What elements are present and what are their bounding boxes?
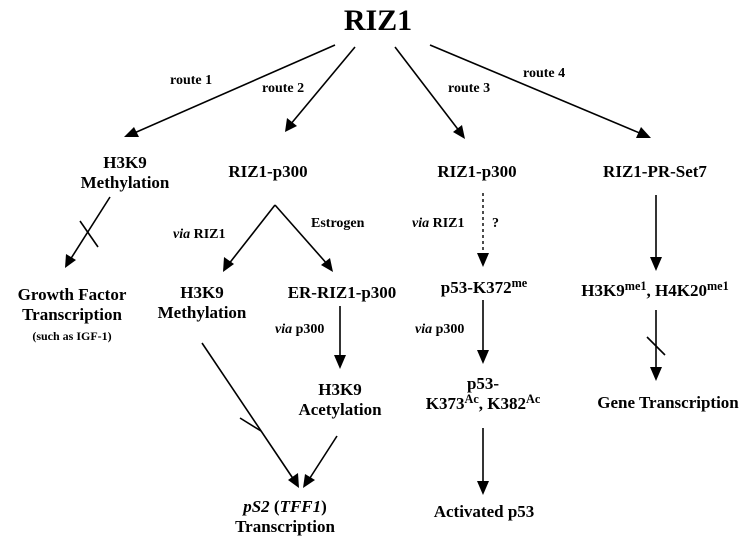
route4-label: route 4 bbox=[523, 66, 566, 81]
arrow-route2-acetylation bbox=[334, 306, 346, 369]
arrow-route2-blocked bbox=[201, 342, 299, 488]
arrow-route2-acetylation-to-ps2 bbox=[303, 435, 338, 488]
block-mark-route1 bbox=[79, 220, 99, 248]
route1-target-note: (such as IGF-1) bbox=[32, 329, 112, 343]
arrow-route3-activated bbox=[477, 428, 489, 495]
route3-question-mark: ? bbox=[492, 216, 499, 231]
arrow-route3 bbox=[394, 46, 465, 139]
route4-riz1-pr-set7: RIZ1-PR-Set7 bbox=[603, 162, 707, 181]
route4-gene-transcription: Gene Transcription bbox=[597, 393, 739, 412]
arrow-route3-p300 bbox=[477, 300, 489, 364]
route3-p53-acetylated: p53- K373Ac, K382Ac bbox=[425, 374, 541, 413]
route1-label: route 1 bbox=[170, 73, 213, 88]
block-mark-route4 bbox=[646, 336, 666, 356]
route3-activated-p53: Activated p53 bbox=[433, 502, 535, 521]
block-mark-route2 bbox=[239, 417, 262, 432]
arrow-route3-dashed bbox=[477, 193, 489, 267]
route3-label: route 3 bbox=[448, 81, 491, 96]
route1-h3k9-methylation: H3K9 Methylation bbox=[80, 153, 170, 192]
route4-monomethylation: H3K9me1, H4K20me1 bbox=[581, 278, 729, 300]
arrow-route4-down bbox=[650, 195, 662, 271]
route1-growth-factor-transcription: Growth Factor Transcription bbox=[17, 285, 127, 324]
route3-riz1-p300: RIZ1-p300 bbox=[437, 162, 517, 181]
route2-via-p300: via p300 bbox=[275, 322, 325, 337]
route3-via-riz1: via RIZ1 bbox=[412, 216, 465, 231]
arrow-route1 bbox=[124, 44, 336, 137]
arrow-route4-blocked bbox=[646, 310, 666, 381]
arrow-route4 bbox=[429, 44, 651, 138]
arrow-route2-right bbox=[274, 204, 333, 272]
root-node: RIZ1 bbox=[343, 4, 413, 37]
route2-h3k9-methylation: H3K9 Methylation bbox=[157, 283, 247, 322]
route2-riz1-p300: RIZ1-p300 bbox=[228, 162, 308, 181]
arrow-route1-blocked bbox=[65, 196, 111, 268]
arrow-route2-left bbox=[223, 204, 276, 272]
route2-label: route 2 bbox=[262, 81, 305, 96]
route2-via-riz1: via RIZ1 bbox=[173, 227, 226, 242]
route3-p53-k372me: p53-K372me bbox=[440, 275, 528, 297]
route2-er-riz1-p300: ER-RIZ1-p300 bbox=[287, 283, 397, 302]
arrow-route2 bbox=[285, 46, 356, 132]
route2-ps2-transcription: pS2 (TFF1) Transcription bbox=[235, 497, 335, 536]
route3-via-p300: via p300 bbox=[415, 322, 465, 337]
route2-h3k9-acetylation: H3K9 Acetylation bbox=[298, 380, 382, 419]
route2-estrogen: Estrogen bbox=[311, 216, 365, 231]
